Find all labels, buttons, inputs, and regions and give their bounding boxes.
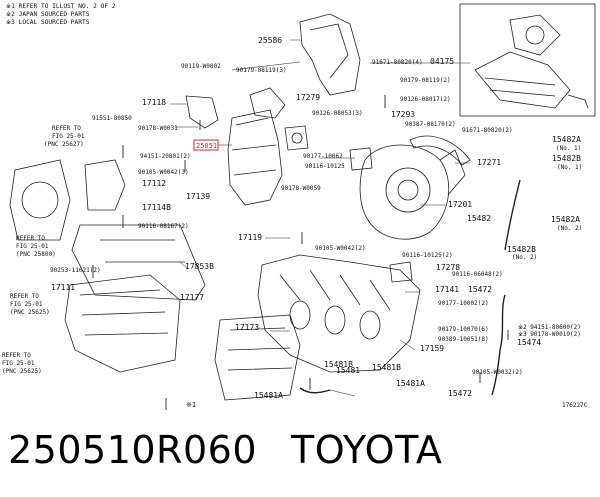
callout-fig-25-01: FIG 25-01 — [16, 243, 49, 250]
callout-15481a: 15481A — [396, 379, 425, 388]
note-3: ※3 LOCAL SOURCED PARTS — [6, 19, 90, 26]
callout--2-94151-80600-2-: ※2 94151-80600(2) — [518, 324, 581, 331]
exhaust-manifold-drawing — [257, 254, 421, 373]
callout-15472: 15472 — [448, 389, 472, 398]
footer-caption: 250510R060 TOYOTA — [8, 428, 476, 472]
callout-17111: 17111 — [51, 283, 75, 292]
callout-90179-10070-6-: 90179-10070(6) — [438, 326, 489, 333]
callout-04175: 04175 — [430, 57, 454, 66]
inset-view-box — [459, 3, 596, 117]
callout-90253-11021-2-: 90253-11021(2) — [50, 267, 101, 274]
callout-17279: 17279 — [296, 93, 320, 102]
callout-refer-to: REFER TO — [16, 235, 45, 242]
callout-176227c: 176227C — [562, 402, 588, 409]
exploded-parts-diagram: ※1 REFER TO ILLUST NO. 2 OF 2※2 JAPAN SO… — [2, 3, 596, 410]
callout-17177: 17177 — [180, 293, 204, 302]
callout-90116-06048-2-: 90116-06048(2) — [452, 271, 503, 278]
callout-90178-w0031: 90178-W0031 — [138, 125, 178, 132]
callout-90177-10002-2-: 90177-10002(2) — [438, 300, 489, 307]
callout-91671-80820-4-: 91671-80820(4) — [372, 59, 423, 66]
callout-90179-08119-3-: 90179-08119(3) — [236, 67, 287, 74]
callout-90126-08017-2-: 90126-08017(2) — [400, 96, 451, 103]
callout-90105-w0032-2-: 90105-W0032(2) — [472, 369, 523, 376]
callout--1: ※1 — [186, 401, 196, 409]
callout-25051: 25051 — [196, 142, 217, 150]
callout-90179-08119-2-: 90179-08119(2) — [400, 77, 451, 84]
callout-15474: 15474 — [517, 338, 541, 347]
callout--no-2-: (No. 2) — [512, 254, 537, 261]
callout-15482a: 15482A — [551, 215, 580, 224]
callout-15481: 15481 — [336, 366, 360, 375]
callout--no-1-: (No. 1) — [556, 145, 581, 152]
callout-90116-10125-2-: 90116-10125(2) — [402, 252, 453, 259]
callout-17293: 17293 — [391, 110, 415, 119]
callout-17201: 17201 — [448, 200, 472, 209]
callout-91671-80820-2-: 91671-80820(2) — [462, 127, 513, 134]
part-number: 250510R060 — [8, 428, 257, 472]
catalytic-converter-drawing — [227, 109, 283, 206]
callout-90178-w0059: 90178-W0059 — [281, 185, 321, 192]
callout--pnc-25627-: (PNC 25627) — [44, 141, 84, 148]
callout--no-1-: (No. 1) — [557, 164, 582, 171]
callout-90116-10125: 90116-10125 — [305, 163, 345, 170]
callout--pnc-25625-: (PNC 25625) — [2, 368, 42, 375]
callout-refer-to: REFER TO — [10, 293, 39, 300]
callout--pnc-25625-: (PNC 25625) — [10, 309, 50, 316]
callout-90177-10062: 90177-10062 — [303, 153, 343, 160]
callout--pnc-25800-: (PNC 25800) — [16, 251, 56, 258]
brand-name: TOYOTA — [291, 428, 443, 472]
callout-17278: 17278 — [436, 263, 460, 272]
callout-15472: 15472 — [468, 285, 492, 294]
note-2: ※2 JAPAN SOURCED PARTS — [6, 11, 90, 18]
callout-17139: 17139 — [186, 192, 210, 201]
callout-90105-w0042-2-: 90105-W0042(2) — [315, 245, 366, 252]
callout-90119-w0002: 90119-W0002 — [181, 63, 221, 70]
callout-17119: 17119 — [238, 233, 262, 242]
callout-90387-08170-2-: 90387-08170(2) — [405, 121, 456, 128]
callout-15481b: 15481B — [324, 360, 353, 369]
heat-shield-drawing — [299, 13, 361, 96]
callout-91551-80850: 91551-80850 — [92, 115, 132, 122]
callout--no-2-: (No. 2) — [557, 225, 582, 232]
callout-90126-08053-3-: 90126-08053(3) — [312, 110, 363, 117]
callout-15481b: 15481B — [372, 363, 401, 372]
callout-15482: 15482 — [467, 214, 491, 223]
callout-15481a: 15481A — [254, 391, 283, 400]
intake-manifold-drawing — [64, 274, 181, 373]
highlight-box — [193, 139, 219, 151]
callout-90116-08167-2-: 90116-08167(2) — [138, 223, 189, 230]
callout-25586: 25586 — [258, 36, 282, 45]
callout-17271: 17271 — [477, 158, 501, 167]
callout-17141: 17141 — [435, 285, 459, 294]
callout-17114b: 17114B — [142, 203, 171, 212]
callout-17853b: 17853B — [185, 262, 214, 271]
callout-15482b: 15482B — [507, 245, 536, 254]
callout-refer-to: REFER TO — [52, 125, 81, 132]
callout-17112: 17112 — [142, 179, 166, 188]
callout-fig-25-01: FIG 25-01 — [52, 133, 85, 140]
callout-90389-10051-8-: 90389-10051(8) — [438, 336, 489, 343]
callout--3-90178-w0019-2-: ※3 90178-W0019(2) — [518, 331, 581, 338]
turbocharger-drawing — [359, 144, 450, 240]
callout-17173: 17173 — [235, 323, 259, 332]
callout-15482a: 15482A — [552, 135, 581, 144]
callout-17159: 17159 — [420, 344, 444, 353]
callout-94151-20801-2-: 94151-20801(2) — [140, 153, 191, 160]
note-1: ※1 REFER TO ILLUST NO. 2 OF 2 — [6, 3, 116, 10]
callout-fig-25-01: FIG 25-01 — [2, 360, 35, 367]
callout-fig-25-01: FIG 25-01 — [10, 301, 43, 308]
callout-90105-w0042-3-: 90105-W0042(3) — [138, 169, 189, 176]
callout-17118: 17118 — [142, 98, 166, 107]
callout-refer-to: REFER TO — [2, 352, 31, 359]
callout-15482b: 15482B — [552, 154, 581, 163]
